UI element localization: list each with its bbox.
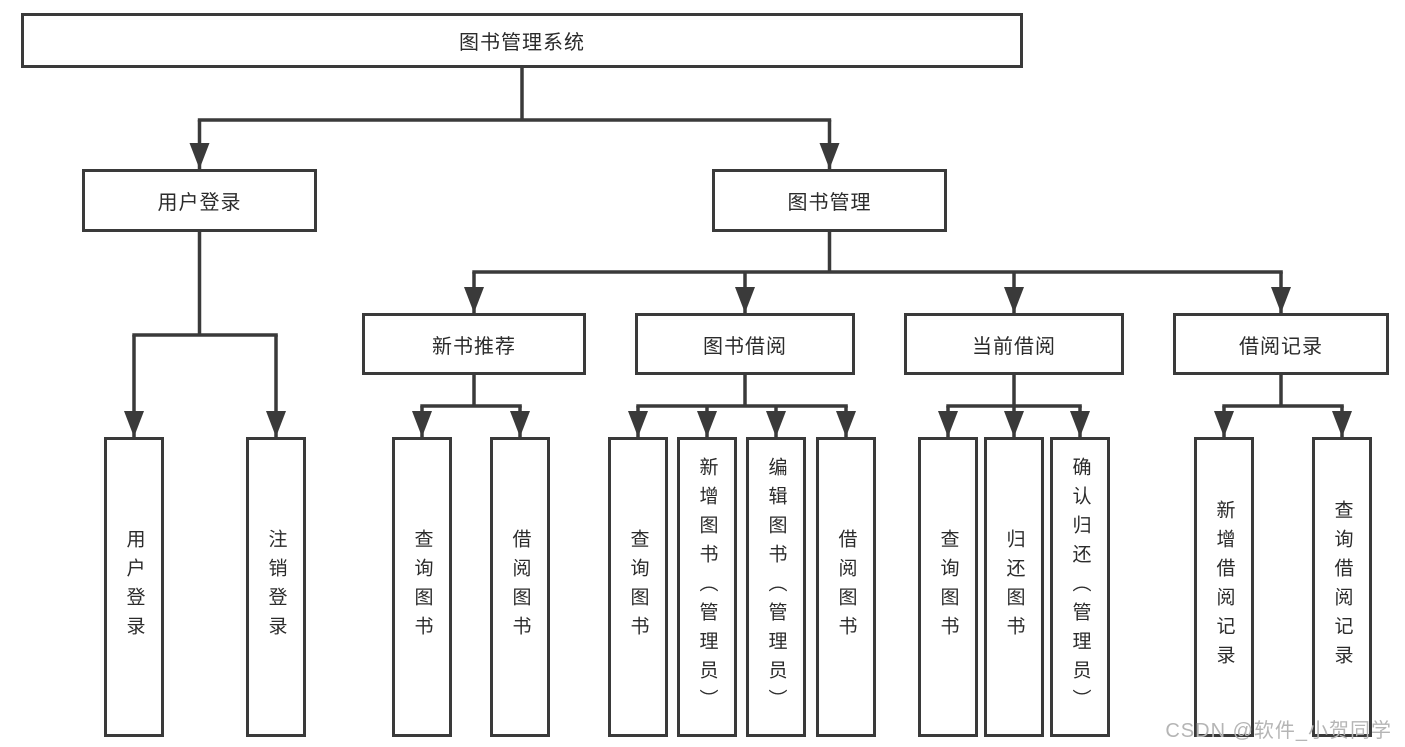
leaf-query-books-borrow-label: 查询图书 [627,529,649,645]
node-book-borrow: 图书借阅 [635,313,855,375]
leaf-confirm-return-admin: 确认归还（管理员） [1050,437,1110,737]
leaf-borrow-books-label: 借阅图书 [835,529,857,645]
leaf-query-books-recommend: 查询图书 [392,437,452,737]
leaf-query-books-current-label: 查询图书 [937,529,959,645]
node-user-login: 用户登录 [82,169,317,232]
leaf-edit-book-admin: 编辑图书（管理员） [746,437,806,737]
leaf-borrow-books-recommend-label: 借阅图书 [509,529,531,645]
leaf-return-books-label: 归还图书 [1003,529,1025,645]
node-borrow-records: 借阅记录 [1173,313,1389,375]
leaf-query-books-borrow: 查询图书 [608,437,668,737]
leaf-query-books-recommend-label: 查询图书 [411,529,433,645]
leaf-user-login: 用户登录 [104,437,164,737]
node-book-management: 图书管理 [712,169,947,232]
leaf-borrow-books-recommend: 借阅图书 [490,437,550,737]
leaf-confirm-return-admin-label: 确认归还（管理员） [1069,456,1091,718]
node-new-book-recommend: 新书推荐 [362,313,586,375]
leaf-add-borrow-record-label: 新增借阅记录 [1213,500,1235,674]
node-current-borrow: 当前借阅 [904,313,1124,375]
leaf-return-books: 归还图书 [984,437,1044,737]
csdn-watermark: CSDN @软件_小贺同学 [1165,720,1392,742]
leaf-add-borrow-record: 新增借阅记录 [1194,437,1254,737]
leaf-edit-book-admin-label: 编辑图书（管理员） [765,456,787,718]
leaf-logout-label: 注销登录 [265,529,287,645]
leaf-user-login-label: 用户登录 [123,529,145,645]
leaf-query-borrow-record: 查询借阅记录 [1312,437,1372,737]
node-root-system: 图书管理系统 [21,13,1023,68]
leaf-query-books-current: 查询图书 [918,437,978,737]
leaf-query-borrow-record-label: 查询借阅记录 [1331,500,1353,674]
leaf-add-book-admin-label: 新增图书（管理员） [696,456,718,718]
leaf-logout: 注销登录 [246,437,306,737]
leaf-borrow-books: 借阅图书 [816,437,876,737]
leaf-add-book-admin: 新增图书（管理员） [677,437,737,737]
